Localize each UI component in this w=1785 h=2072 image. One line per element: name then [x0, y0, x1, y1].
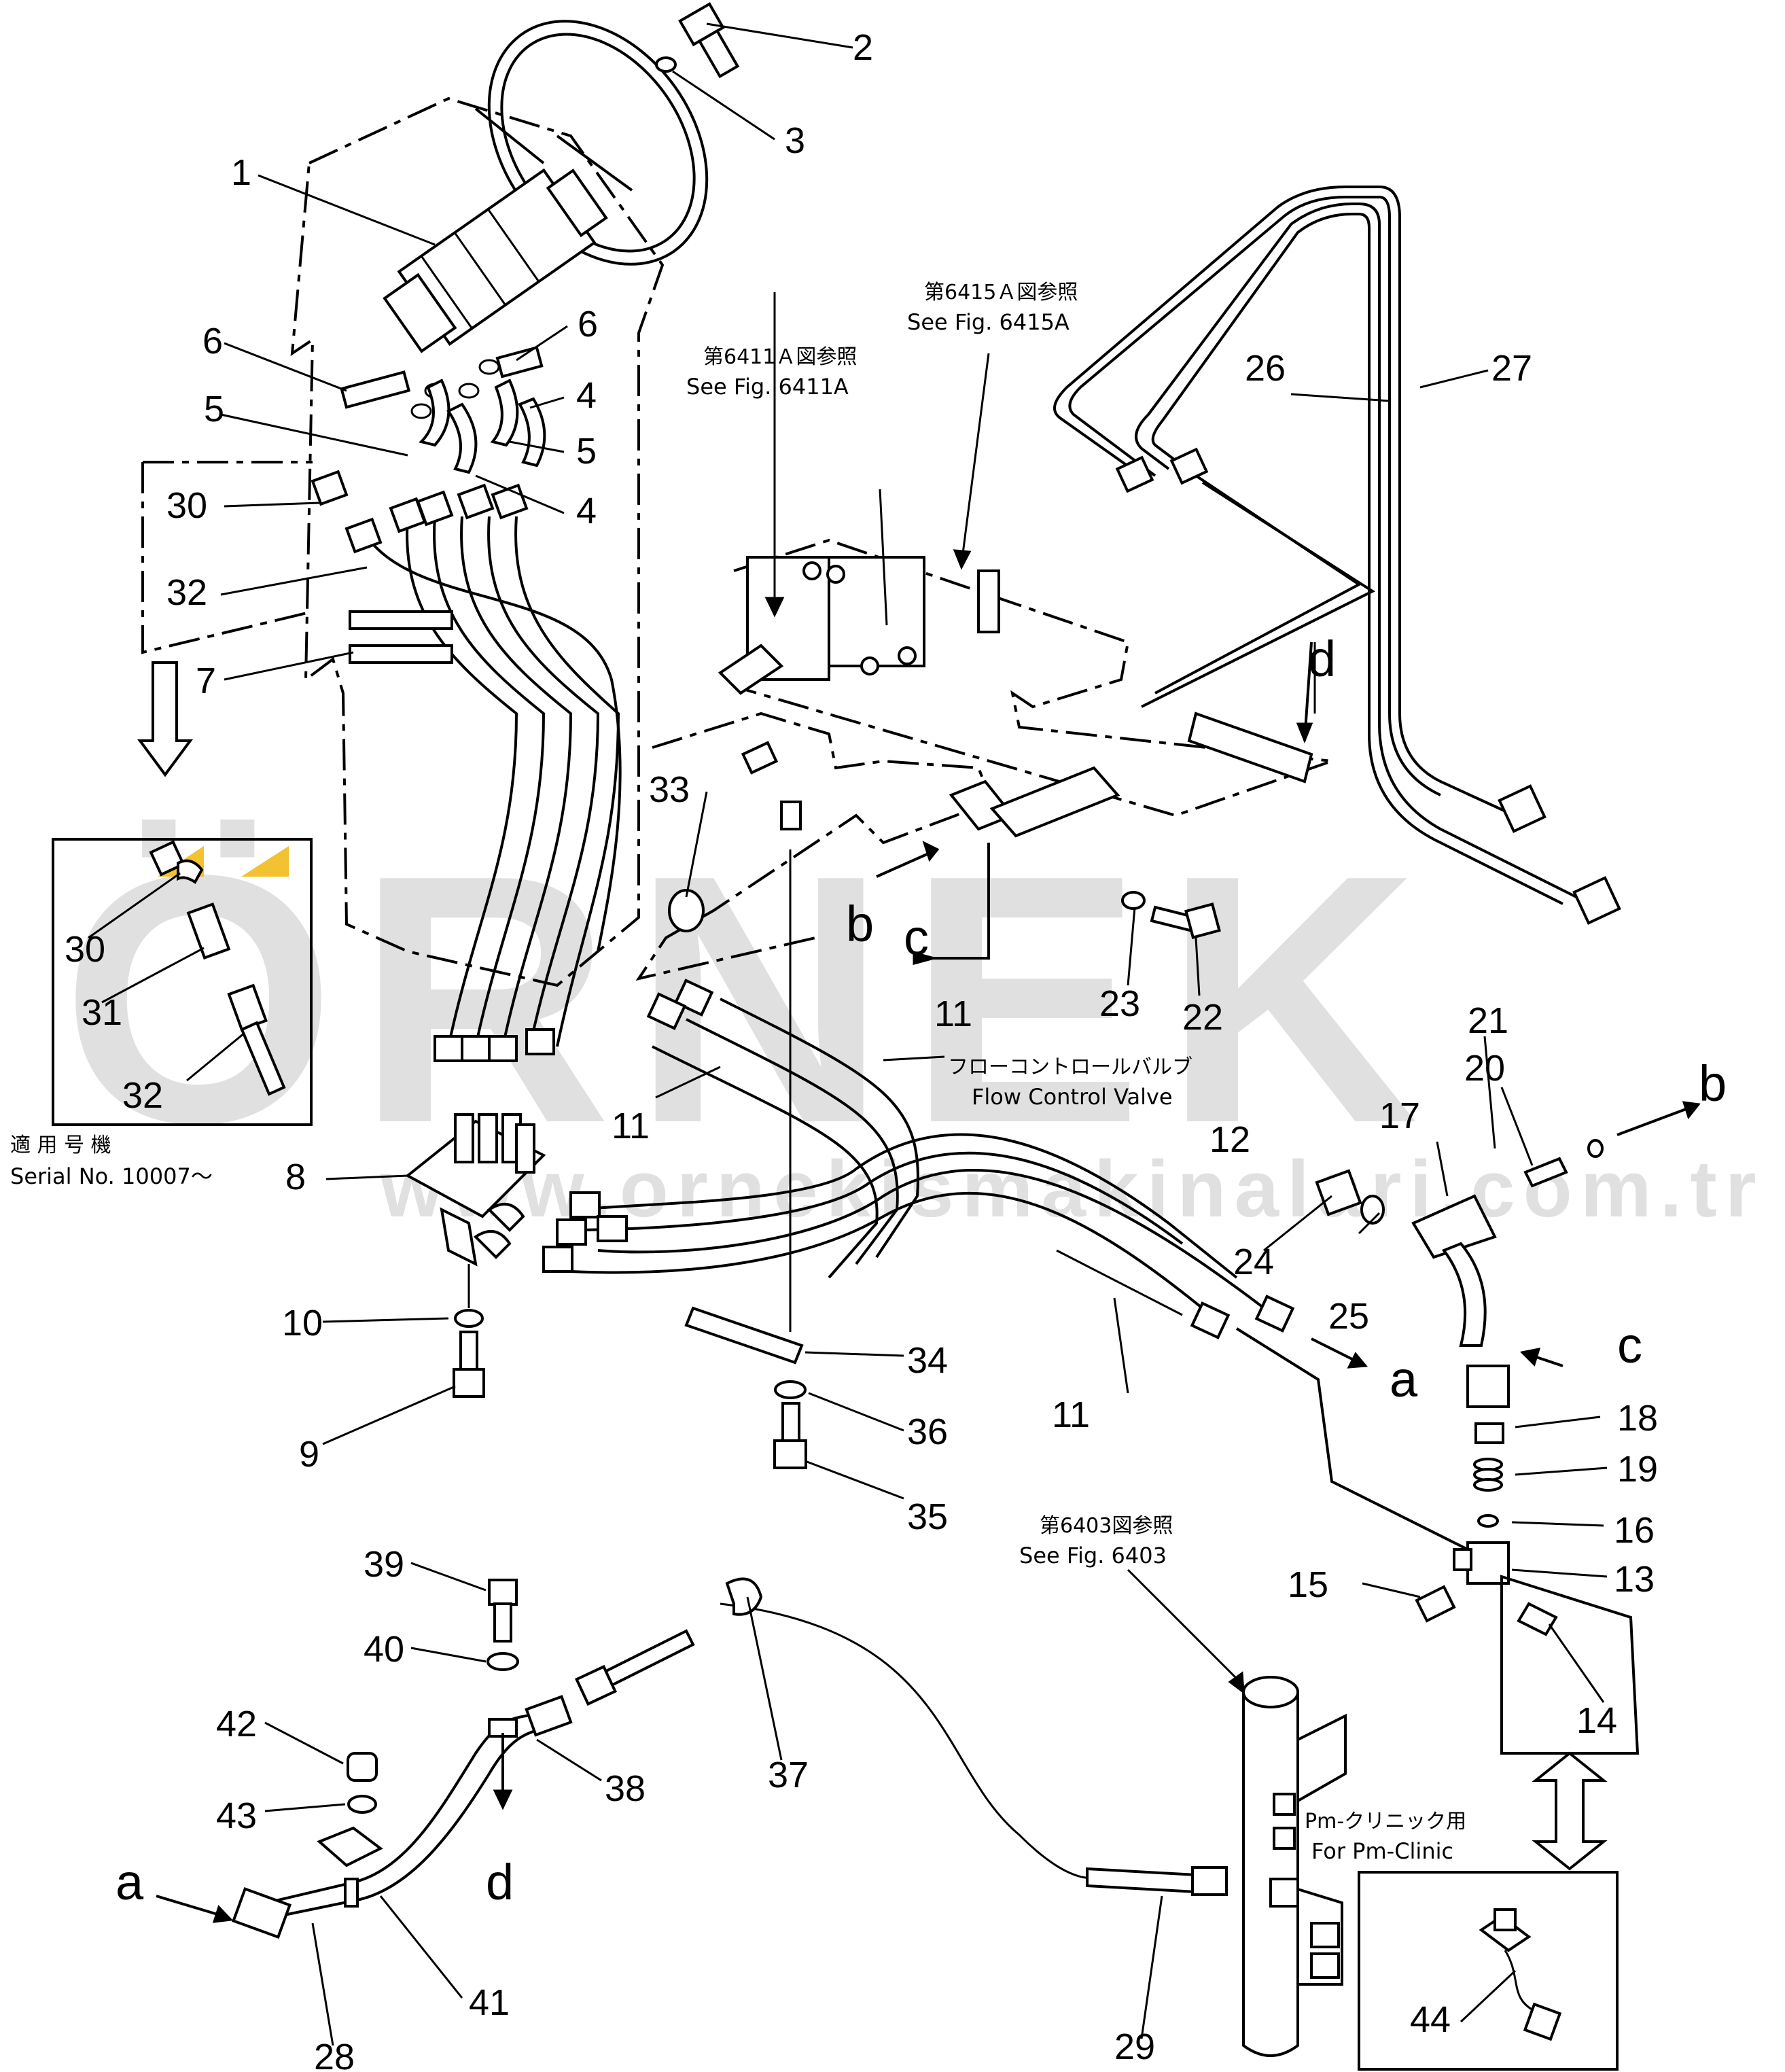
fig6415-ref-jp: 第6415Ａ図参照: [924, 281, 1078, 304]
callout-19: 19: [1617, 1449, 1658, 1490]
fig6403-ref-jp: 第6403図参照: [1040, 1514, 1173, 1538]
callout-15: 15: [1288, 1564, 1328, 1605]
callout-8: 8: [285, 1157, 306, 1197]
flow-valve-en: Flow Control Valve: [972, 1084, 1173, 1110]
callout-42: 42: [216, 1704, 257, 1744]
callout-6-right: 6: [578, 304, 598, 345]
callout-23: 23: [1099, 983, 1140, 1024]
callout-40: 40: [364, 1629, 404, 1670]
callout-31: 31: [82, 992, 122, 1033]
pipe-28: [156, 1577, 1228, 1939]
callout-38: 38: [605, 1768, 646, 1809]
callout-43: 43: [216, 1795, 257, 1836]
callout-21: 21: [1468, 1000, 1508, 1041]
callout-5-left: 5: [204, 389, 224, 429]
leader-lines: [88, 22, 1608, 2046]
fig6403-ref-en: See Fig. 6403: [1019, 1543, 1167, 1568]
pm-clinic-jp: Pm-クリニック用: [1305, 1810, 1466, 1833]
callout-17: 17: [1379, 1095, 1420, 1136]
callout-36: 36: [907, 1411, 948, 1452]
flow-valve-jp: フローコントロールバルブ: [948, 1055, 1192, 1079]
callout-41: 41: [469, 1982, 510, 2023]
callout-35: 35: [907, 1496, 948, 1537]
callout-9: 9: [299, 1434, 319, 1475]
pipes-26-27: [1053, 186, 1621, 925]
callout-14: 14: [1576, 1700, 1617, 1741]
callout-4-bottom: 4: [576, 491, 597, 531]
fig6411-ref-jp: 第6411Ａ図参照: [703, 345, 857, 369]
callout-11-left: 11: [612, 1106, 650, 1146]
steering-assembly: [137, 2, 740, 1062]
callout-2: 2: [853, 27, 873, 68]
callout-6-left: 6: [202, 321, 223, 362]
callout-13: 13: [1614, 1559, 1655, 1600]
fig6411-ref-en: See Fig. 6411A: [686, 374, 849, 400]
callout-44: 44: [1410, 1999, 1451, 2040]
callout-32-inset: 32: [122, 1075, 163, 1116]
serial-en: Serial No. 10007～: [10, 1163, 213, 1189]
pm-clinic-en: For Pm-Clinic: [1311, 1838, 1453, 1864]
connector-d-bottom: d: [486, 1854, 514, 1910]
callout-37: 37: [768, 1755, 809, 1795]
serial-jp: 適 用 号 機: [10, 1134, 111, 1157]
callout-20: 20: [1464, 1048, 1505, 1089]
callout-10: 10: [282, 1303, 323, 1344]
pm-clinic-group: [1242, 1676, 1619, 2071]
connector-a-bottom: a: [116, 1854, 144, 1910]
fitting-group: [1315, 1101, 1701, 1871]
valve-bracket: [635, 538, 1332, 981]
connector-letters: d b c b a c d a: [116, 631, 1727, 1910]
callout-29: 29: [1114, 2026, 1155, 2067]
watermark: ÖRNEK www.ornekismakinalari.com.tr: [61, 802, 1756, 1234]
callout-30-top: 30: [166, 485, 207, 526]
callout-11-top: 11: [934, 994, 972, 1034]
callout-30-inset: 30: [65, 929, 105, 970]
callout-3: 3: [785, 120, 805, 161]
connector-a-right: a: [1390, 1351, 1418, 1407]
callout-32-top: 32: [166, 572, 207, 613]
callout-25: 25: [1328, 1296, 1369, 1337]
distributor-block: [405, 849, 1482, 1558]
callout-12: 12: [1209, 1119, 1250, 1160]
callout-numbers: 2 3 1 6 6 4 5 5 4 30 32 7 30 31 32 26 27…: [65, 27, 1658, 2072]
connector-b-right: b: [1699, 1055, 1727, 1112]
fig6415-ref-en: See Fig. 6415A: [907, 309, 1070, 335]
callout-16: 16: [1614, 1510, 1655, 1551]
connector-d-top: d: [1308, 631, 1336, 687]
callout-22: 22: [1182, 997, 1223, 1038]
callout-26: 26: [1245, 348, 1286, 389]
callout-4-top: 4: [576, 375, 597, 416]
callout-33: 33: [649, 769, 690, 810]
reference-labels: 第6415Ａ図参照 See Fig. 6415A 第6411Ａ図参照 See F…: [10, 281, 1466, 1864]
callout-1: 1: [231, 152, 251, 193]
callout-34: 34: [907, 1340, 948, 1381]
callout-7: 7: [196, 661, 216, 701]
callout-27: 27: [1491, 348, 1532, 389]
connector-b-center: b: [846, 896, 874, 952]
connector-c-center: c: [904, 909, 929, 966]
callout-11-bottom: 11: [1052, 1394, 1090, 1435]
serial-inset: [52, 838, 313, 1126]
connector-c-right: c: [1617, 1317, 1642, 1373]
callout-39: 39: [364, 1544, 404, 1585]
callout-5-right: 5: [576, 431, 597, 472]
callout-24: 24: [1233, 1242, 1274, 1282]
callout-28: 28: [314, 2037, 355, 2072]
callout-18: 18: [1617, 1398, 1658, 1439]
